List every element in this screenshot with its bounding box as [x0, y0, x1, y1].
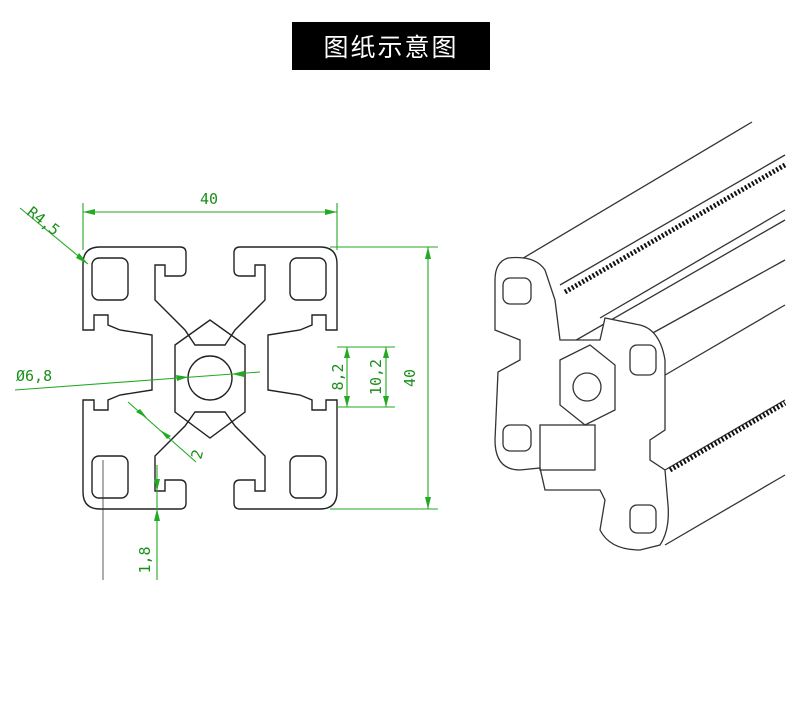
dim-lip: 1,8: [136, 546, 154, 573]
center-hole: [187, 355, 233, 401]
dim-wall: 2: [187, 448, 207, 461]
central-core: [174, 319, 246, 439]
dim-width: 40: [200, 190, 218, 208]
dim-slot-inner: 8,2: [329, 363, 347, 390]
drawing-title: 图纸示意图: [292, 22, 490, 70]
dim-center-hole: Ø6,8: [16, 367, 52, 385]
corner-cavity-tl: [91, 257, 129, 301]
profile-cross-section: [82, 246, 338, 580]
dimension-lines: [14, 203, 438, 580]
corner-cavity-br: [289, 455, 327, 499]
corner-cavity-bl: [91, 455, 129, 499]
dim-slot-outer: 10,2: [367, 359, 385, 395]
corner-cavity-tr: [289, 257, 327, 301]
dim-corner-radius: R4,5: [24, 203, 64, 239]
dim-height: 40: [401, 369, 419, 387]
profile-outline: [82, 246, 338, 510]
profile-isometric-view: [494, 121, 787, 551]
